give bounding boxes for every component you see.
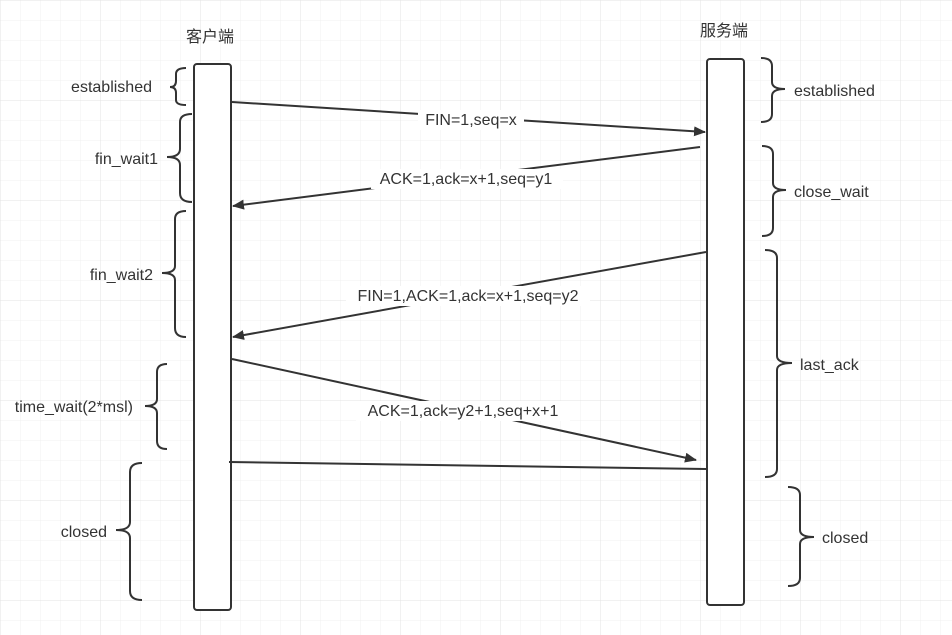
brace-client-closed (115, 462, 143, 601)
client-lifeline (193, 63, 232, 611)
client-state-fin-wait1: fin_wait1 (95, 151, 158, 168)
brace-server-closed (787, 486, 815, 587)
message-label-final-ack: ACK=1,ack=y2+1,seq+x+1 (368, 403, 559, 420)
client-state-established: established (71, 79, 152, 96)
message-label-ack: ACK=1,ack=x+1,seq=y1 (380, 171, 553, 188)
server-lifeline (706, 58, 745, 606)
server-state-close-wait: close_wait (794, 184, 869, 201)
brace-client-fin-wait2 (161, 210, 187, 338)
message-label-fin-ack: FIN=1,ACK=1,ack=x+1,seq=y2 (357, 288, 578, 305)
message-label-fin: FIN=1,seq=x (425, 112, 517, 129)
server-state-last-ack: last_ack (800, 357, 860, 374)
server-title: 服务端 (700, 22, 748, 40)
server-state-closed: closed (822, 530, 868, 547)
brace-server-close-wait (761, 145, 787, 237)
brace-server-established (760, 57, 786, 123)
client-title: 客户端 (186, 28, 234, 46)
brace-client-fin-wait1 (166, 113, 193, 203)
closing-line (228, 461, 707, 470)
brace-server-last-ack (764, 249, 793, 478)
brace-client-established (169, 67, 187, 106)
client-state-closed: closed (61, 524, 107, 541)
client-state-time-wait: time_wait(2*msl) (15, 399, 133, 416)
server-state-established: established (794, 83, 875, 100)
brace-client-time-wait (144, 363, 168, 450)
client-state-fin-wait2: fin_wait2 (90, 267, 153, 284)
